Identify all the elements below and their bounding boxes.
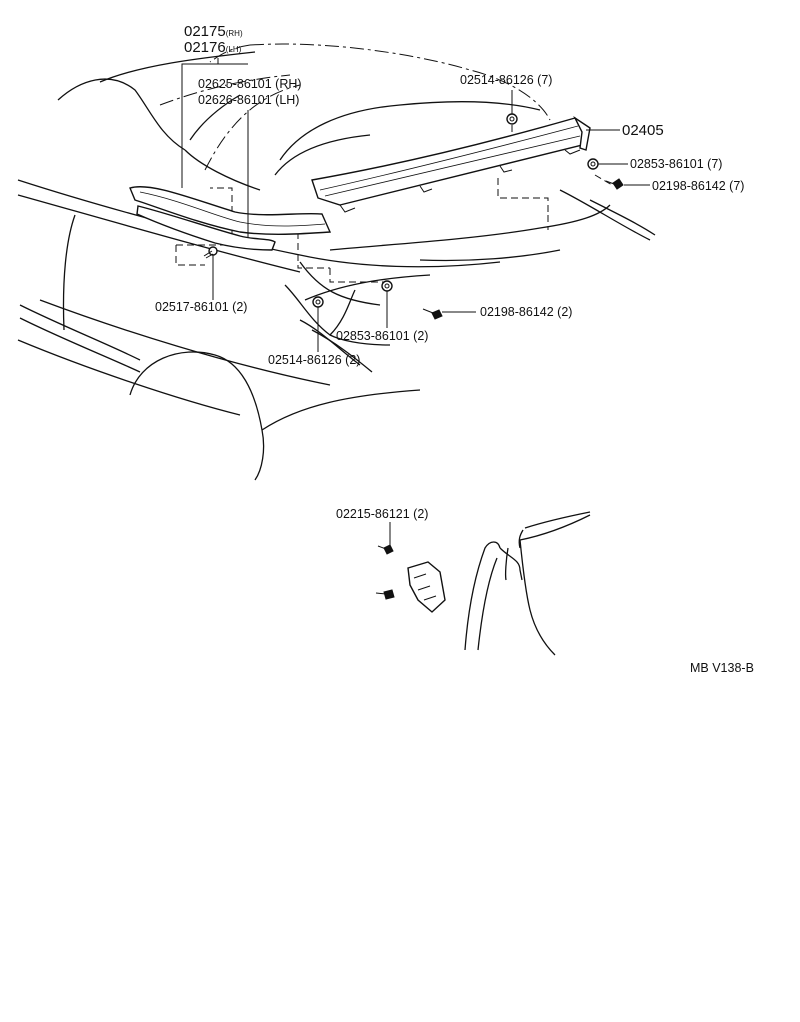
car-body-outline: [17, 51, 656, 481]
label-02175: 02175(RH): [184, 23, 243, 40]
label-02626: 02626-86101 (LH): [198, 93, 299, 107]
fasteners: [203, 113, 624, 320]
label-02176: 02176(LH): [184, 39, 242, 56]
label-02198-mid: 02198-86142 (2): [480, 305, 572, 319]
weatherstrip-02175-02176: [129, 186, 332, 251]
label-02853-right: 02853-86101 (7): [630, 157, 722, 171]
label-02405: 02405: [622, 122, 664, 139]
leader-lines: [181, 58, 650, 546]
labels: 02175(RH) 02176(LH) 02625-86101 (RH) 026…: [155, 23, 754, 675]
soft-top-outline: [159, 43, 551, 171]
rear-rail-02405: [311, 115, 591, 213]
label-02215: 02215-86121 (2): [336, 507, 428, 521]
label-02517: 02517-86101 (2): [155, 300, 247, 314]
label-02514-bottom: 02514-86126 (2): [268, 353, 360, 367]
latch-detail: [375, 511, 591, 656]
label-02625: 02625-86101 (RH): [198, 77, 302, 91]
diagram-code: MB V138-B: [690, 661, 754, 675]
label-02853-mid: 02853-86101 (2): [336, 329, 428, 343]
guide-lines: [175, 125, 613, 283]
label-02514-top: 02514-86126 (7): [460, 73, 552, 87]
label-02198-right: 02198-86142 (7): [652, 179, 744, 193]
